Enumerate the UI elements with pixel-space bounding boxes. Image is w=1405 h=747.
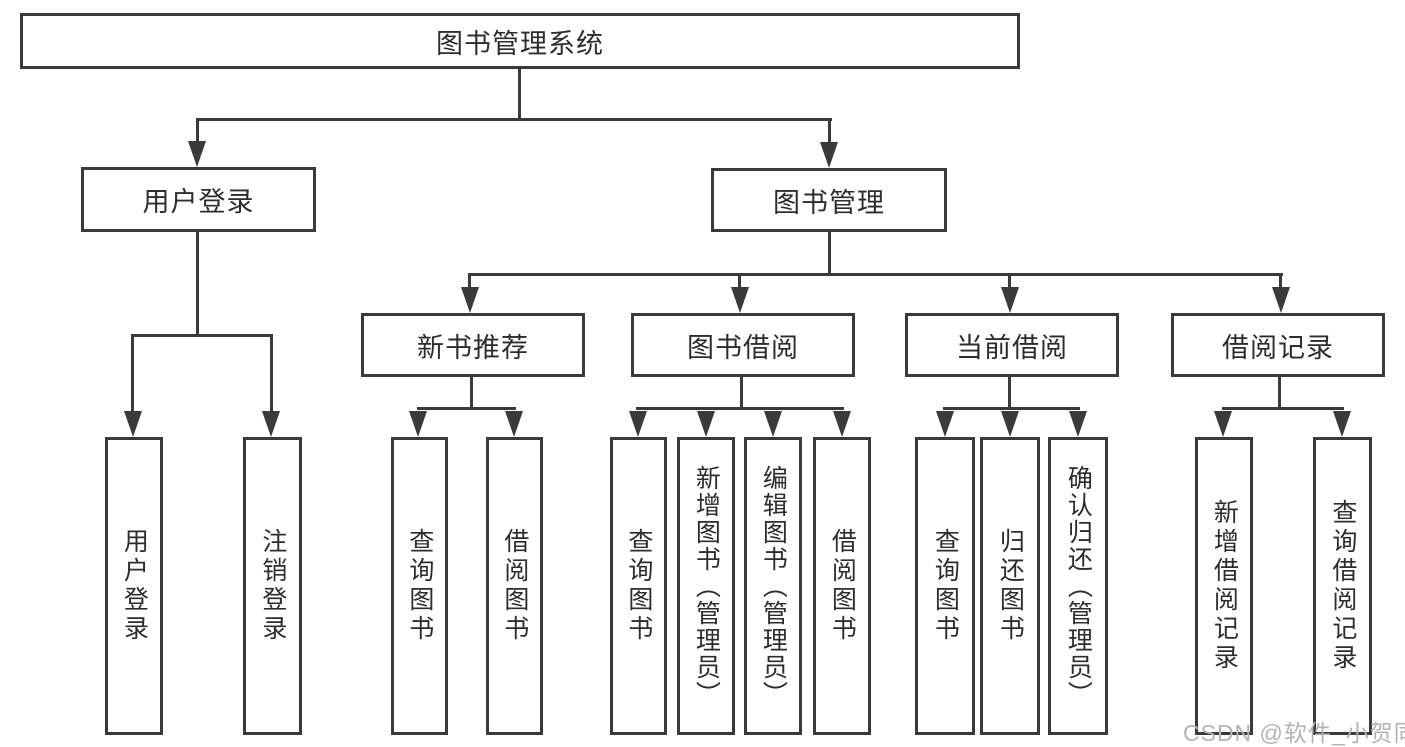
connector-line	[1279, 273, 1282, 293]
node-user-login: 用户登录	[81, 167, 316, 232]
connector-line	[738, 273, 741, 293]
arrowhead-down-icon	[461, 287, 479, 313]
arrowhead-down-icon	[1214, 411, 1232, 437]
connector-line	[196, 118, 832, 121]
leaf-label: 查询图书	[405, 528, 434, 644]
leaf-query-books-2: 查询图书	[610, 437, 667, 735]
arrowhead-down-icon	[833, 411, 851, 437]
arrowhead-down-icon	[1001, 411, 1019, 437]
arrowhead-down-icon	[936, 411, 954, 437]
connector-line	[1008, 273, 1011, 293]
leaf-query-books-3: 查询图书	[915, 437, 975, 735]
leaf-query-books-1: 查询图书	[391, 437, 448, 735]
leaf-label: 查询图书	[931, 528, 960, 644]
node-book-borrow: 图书借阅	[631, 313, 855, 377]
arrowhead-down-icon	[124, 411, 142, 437]
connector-line	[1008, 377, 1011, 407]
leaf-confirm-return-admin: 确认归还（管理员）	[1048, 437, 1108, 735]
node-root-label: 图书管理系统	[436, 28, 604, 59]
connector-line	[636, 407, 844, 410]
connector-line	[468, 273, 1283, 276]
connector-line	[470, 377, 473, 407]
leaf-label: 新增图书（管理员）	[692, 464, 721, 708]
leaf-borrow-books-1: 借阅图书	[486, 437, 543, 735]
connector-line	[740, 377, 743, 407]
node-borrow-records: 借阅记录	[1171, 313, 1385, 377]
connector-line	[828, 118, 831, 150]
connector-line	[468, 273, 471, 293]
connector-line	[131, 334, 134, 414]
node-label: 当前借阅	[956, 332, 1068, 363]
leaf-label: 查询借阅记录	[1328, 499, 1357, 673]
leaf-edit-books-admin: 编辑图书（管理员）	[744, 437, 802, 735]
leaf-query-borrow-record: 查询借阅记录	[1313, 437, 1372, 735]
arrowhead-down-icon	[1333, 411, 1351, 437]
node-label: 借阅记录	[1222, 332, 1334, 363]
leaf-borrow-books-2: 借阅图书	[813, 437, 871, 735]
leaf-label: 编辑图书（管理员）	[759, 464, 788, 708]
leaf-label: 用户登录	[120, 528, 149, 644]
watermark-text: CSDN @软件_小贺同学	[1183, 720, 1405, 746]
leaf-label: 借阅图书	[500, 528, 529, 644]
connector-line	[1278, 377, 1281, 407]
arrowhead-down-icon	[262, 411, 280, 437]
arrowhead-down-icon	[764, 411, 782, 437]
leaf-label: 查询图书	[624, 528, 653, 644]
node-label: 新书推荐	[417, 332, 529, 363]
arrowhead-down-icon	[1001, 287, 1019, 313]
leaf-label: 注销登录	[258, 528, 287, 644]
connector-line	[828, 232, 831, 273]
node-user-login-label: 用户登录	[142, 187, 255, 217]
connector-line	[196, 232, 199, 334]
arrowhead-down-icon	[1069, 411, 1087, 437]
arrowhead-down-icon	[188, 141, 206, 167]
node-new-book-recommend: 新书推荐	[361, 313, 585, 377]
leaf-user-login: 用户登录	[105, 437, 163, 735]
node-label: 图书借阅	[687, 332, 799, 363]
leaf-add-borrow-record: 新增借阅记录	[1195, 437, 1253, 735]
leaf-label: 新增借阅记录	[1210, 499, 1239, 673]
node-current-borrow: 当前借阅	[905, 313, 1119, 377]
connector-line	[943, 407, 1080, 410]
connector-line	[518, 69, 521, 118]
leaf-return-books: 归还图书	[980, 437, 1040, 735]
leaf-label: 借阅图书	[828, 528, 857, 644]
arrowhead-down-icon	[409, 411, 427, 437]
arrowhead-down-icon	[505, 411, 523, 437]
arrowhead-down-icon	[1272, 287, 1290, 313]
arrowhead-down-icon	[820, 142, 838, 168]
arrowhead-down-icon	[629, 411, 647, 437]
connector-line	[131, 334, 273, 337]
connector-line	[196, 118, 199, 150]
node-book-mgmt-label: 图书管理	[773, 187, 885, 218]
node-book-mgmt: 图书管理	[711, 168, 947, 232]
leaf-label: 确认归还（管理员）	[1064, 464, 1093, 708]
arrowhead-down-icon	[731, 287, 749, 313]
node-root: 图书管理系统	[20, 13, 1020, 69]
leaf-add-books-admin: 新增图书（管理员）	[677, 437, 735, 735]
connector-line	[270, 334, 273, 414]
leaf-label: 归还图书	[996, 528, 1025, 644]
connector-line	[417, 407, 516, 410]
connector-line	[1222, 407, 1344, 410]
arrowhead-down-icon	[697, 411, 715, 437]
leaf-logout: 注销登录	[243, 437, 302, 735]
